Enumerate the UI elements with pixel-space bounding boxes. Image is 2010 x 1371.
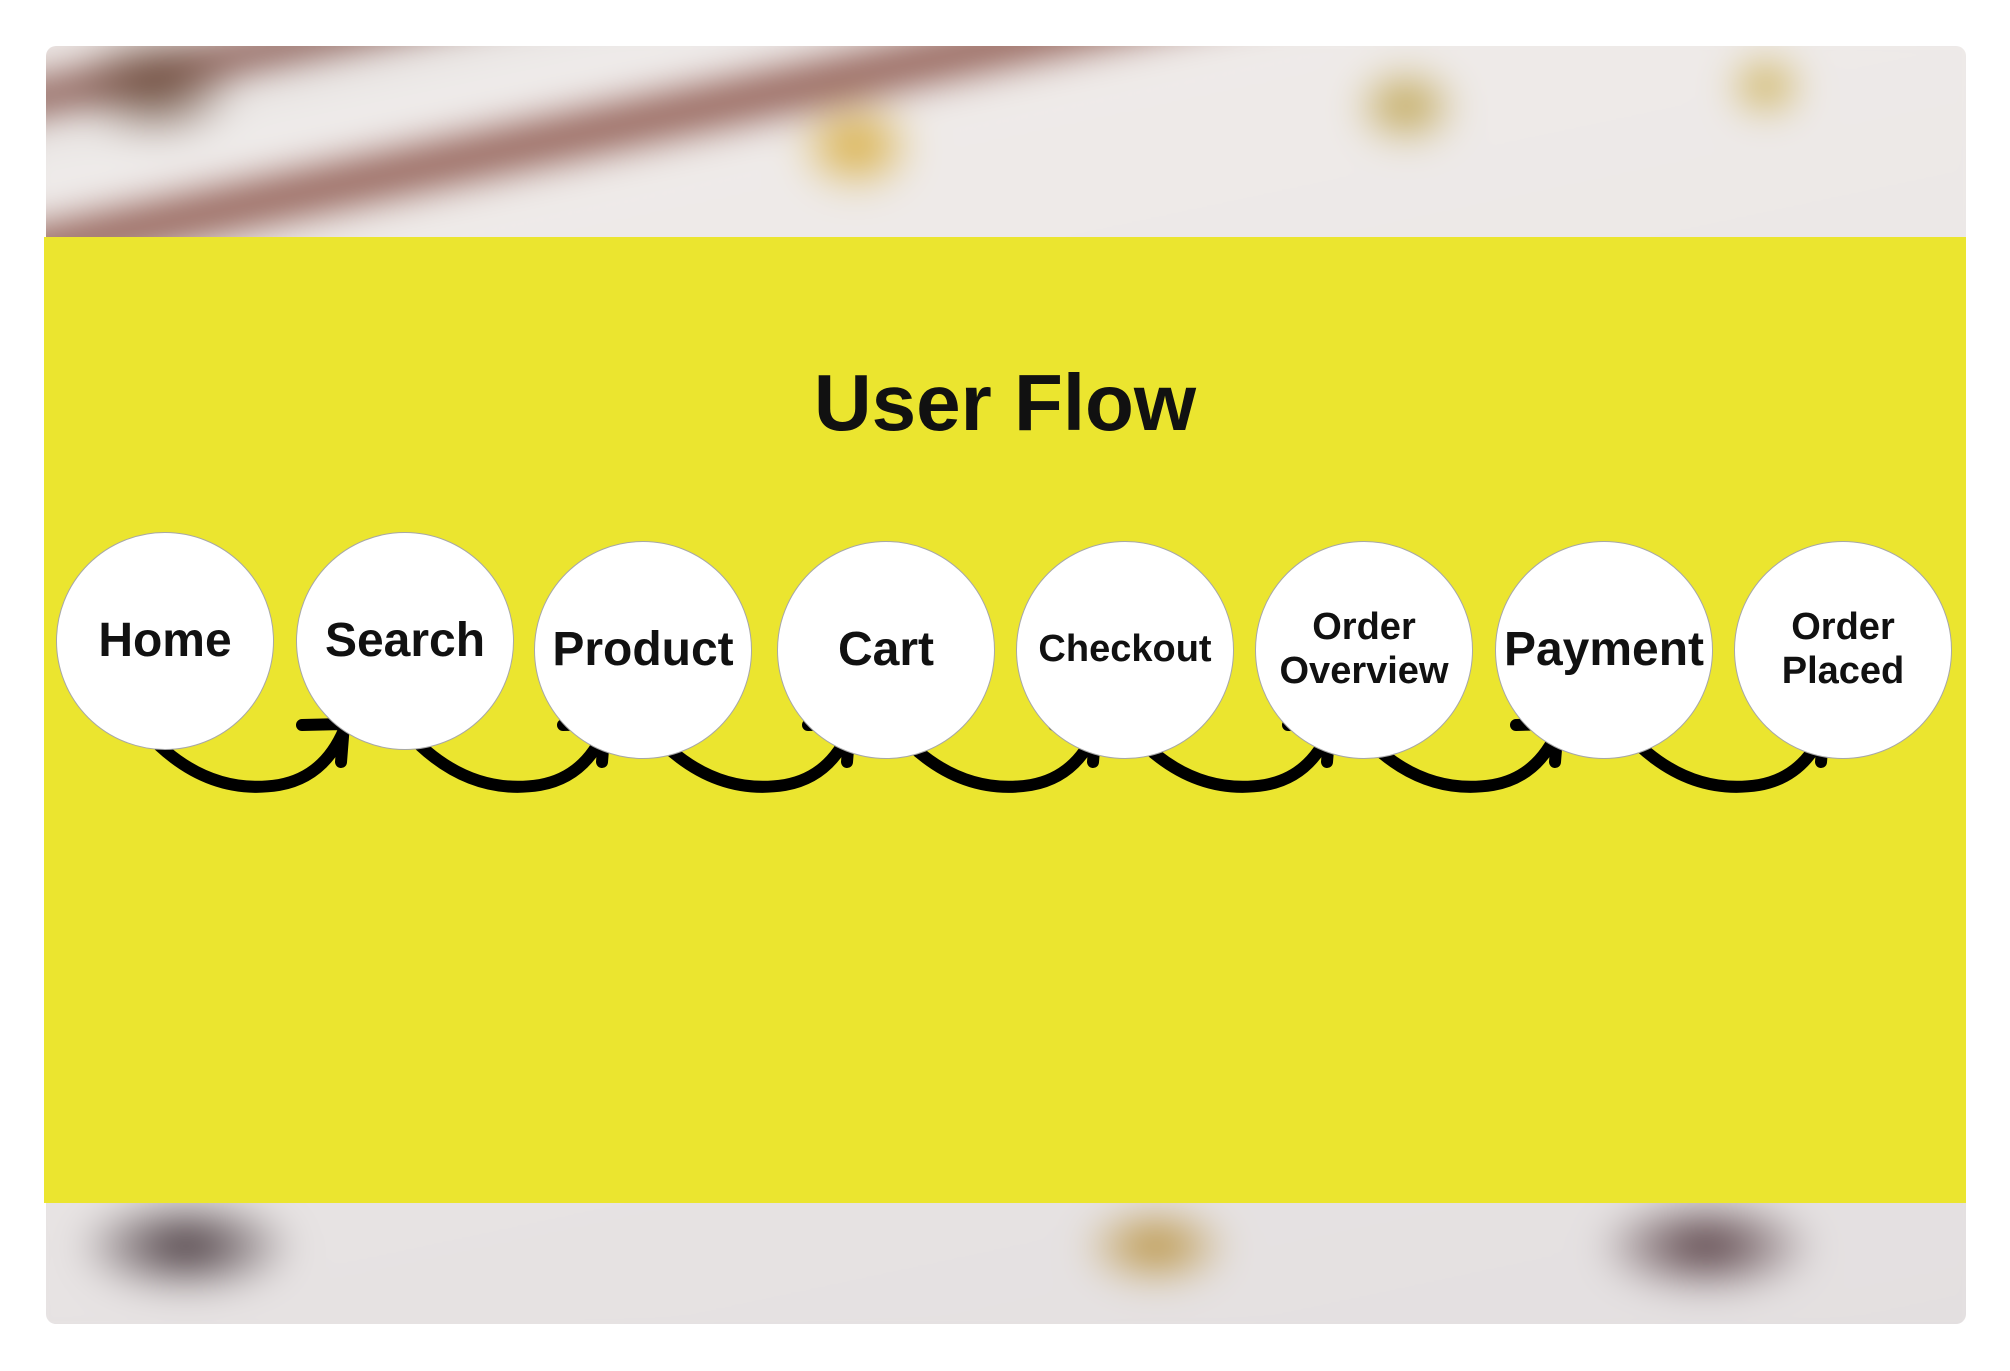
diagram-title: User Flow	[813, 358, 1197, 447]
step-label: Cart	[837, 623, 935, 677]
step-payment: Payment	[1495, 541, 1713, 759]
step-checkout: Checkout	[1016, 541, 1234, 759]
step-label: Order Placed	[1781, 606, 1905, 692]
step-home: Home	[56, 532, 274, 750]
step-cart: Cart	[777, 541, 995, 759]
step-label: Payment	[1503, 623, 1705, 677]
step-label: Home	[98, 614, 232, 668]
step-label: Product	[552, 623, 734, 677]
step-label: Checkout	[1038, 628, 1212, 671]
step-label: Search	[324, 614, 486, 668]
step-order-overview: Order Overview	[1255, 541, 1473, 759]
user-flow-panel: User Flow	[44, 237, 1966, 1203]
step-search: Search	[296, 532, 514, 750]
step-order-placed: Order Placed	[1734, 541, 1952, 759]
step-product: Product	[534, 541, 752, 759]
step-label: Order Overview	[1279, 606, 1449, 692]
